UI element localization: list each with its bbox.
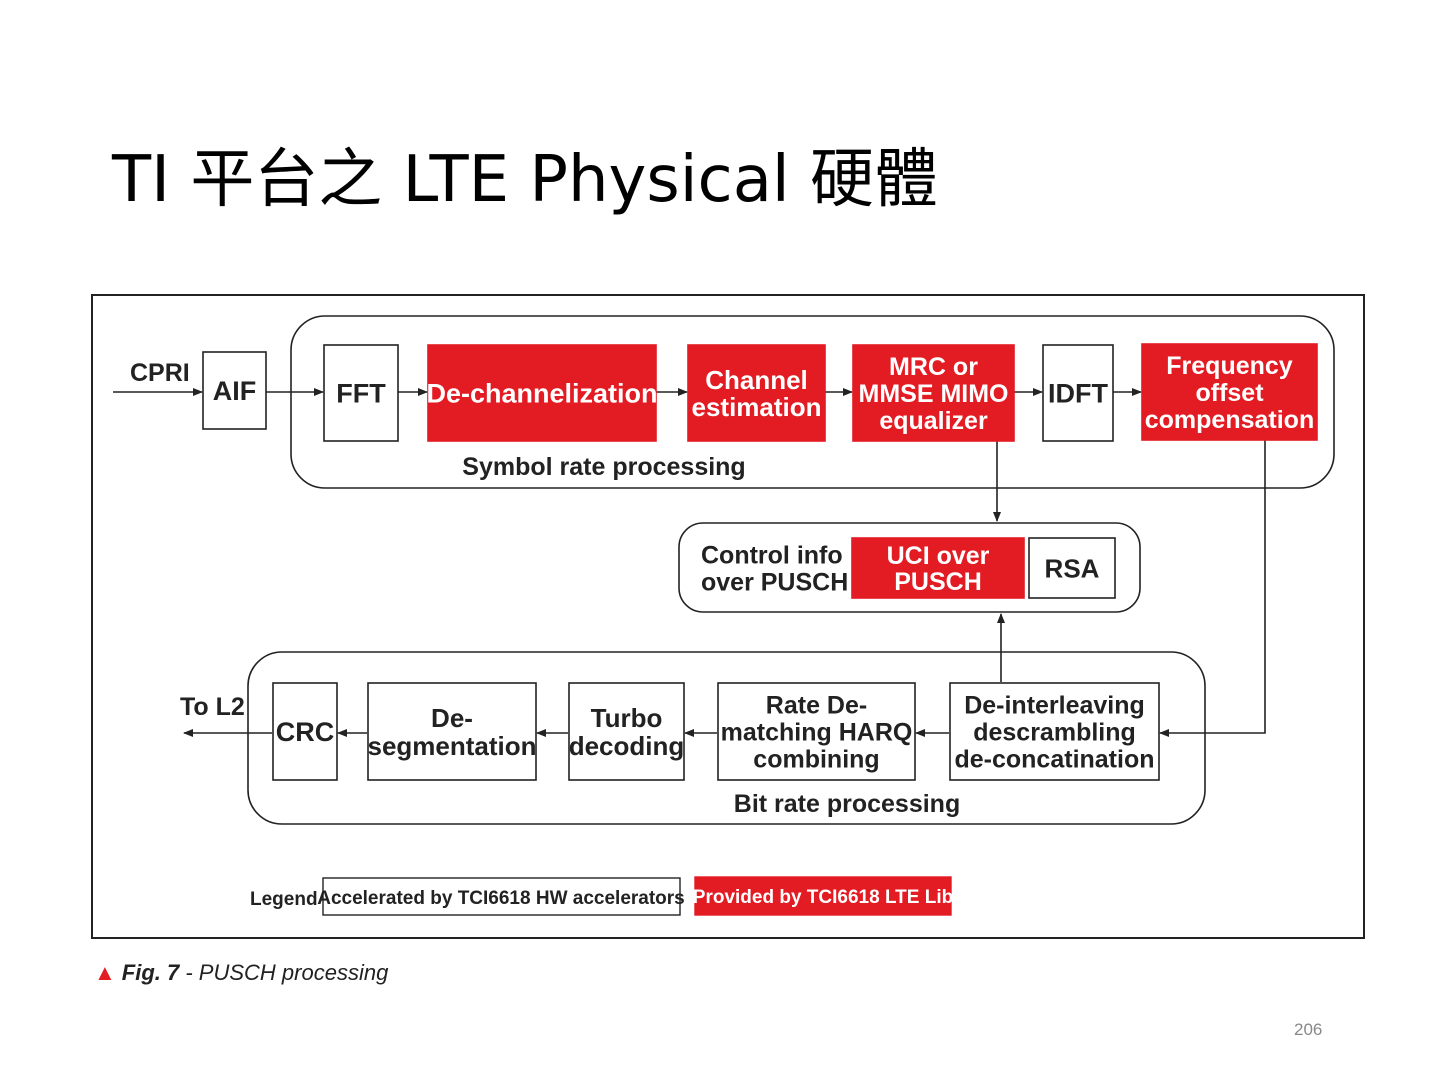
block-deseg-box bbox=[367, 682, 537, 781]
legend-lib-label: Provided by TCI6618 LTE Lib bbox=[693, 887, 953, 908]
block-idft: IDFT bbox=[1042, 344, 1114, 442]
block-deseg-label: De-segmentation bbox=[367, 703, 536, 761]
block-freq-box bbox=[1141, 343, 1318, 441]
legend-hw-swatch bbox=[322, 877, 681, 916]
block-crc-label: CRC bbox=[276, 717, 335, 747]
group-symbol-container bbox=[290, 315, 1335, 489]
figure-caption: ▲Fig. 7 - PUSCH processing bbox=[94, 960, 388, 986]
block-fft: FFT bbox=[323, 344, 399, 442]
caption-text: - PUSCH processing bbox=[179, 960, 389, 985]
block-rsa-box bbox=[1028, 537, 1116, 599]
page-number: 206 bbox=[1294, 1020, 1323, 1039]
caption-figure-label: Fig. 7 bbox=[121, 960, 180, 985]
block-dechan-box bbox=[427, 344, 657, 442]
block-aif-box bbox=[202, 351, 267, 430]
block-fft-label: FFT bbox=[336, 379, 386, 409]
slide-title: TI 平台之 LTE Physical 硬體 bbox=[112, 143, 939, 217]
block-idft-box bbox=[1042, 344, 1114, 442]
group-bit-container bbox=[247, 651, 1206, 825]
group-control-container bbox=[678, 522, 1141, 613]
block-deint-box bbox=[949, 682, 1160, 781]
edge-freq-to-deint bbox=[1159, 440, 1266, 737]
block-ratedm-box bbox=[717, 682, 916, 781]
block-crc: CRC bbox=[272, 682, 338, 781]
block-crc-box bbox=[272, 682, 338, 781]
block-dechan: De-channelization bbox=[426, 344, 658, 442]
block-mrc-box bbox=[852, 344, 1015, 442]
legend-hw-label: Accelerated by TCI6618 HW accelerators bbox=[317, 888, 685, 909]
block-chest-box bbox=[687, 344, 826, 442]
group-symbol-label: Symbol rate processing bbox=[462, 453, 745, 481]
legend-title: Legend bbox=[250, 889, 318, 910]
block-uci-box bbox=[851, 537, 1025, 599]
caption-marker-icon: ▲ bbox=[94, 960, 116, 985]
block-dechan-label: De-channelization bbox=[426, 379, 657, 409]
block-aif: AIF bbox=[202, 351, 267, 430]
block-rsa-label: RSA bbox=[1045, 553, 1100, 583]
block-fft-box bbox=[323, 344, 399, 442]
block-rsa: RSA bbox=[1028, 537, 1116, 599]
external-label-output: To L2 bbox=[180, 693, 245, 721]
block-turbo-box bbox=[568, 682, 685, 781]
block-deseg: De-segmentation bbox=[367, 682, 537, 781]
external-label-input: CPRI bbox=[130, 359, 190, 387]
group-bit-label: Bit rate processing bbox=[734, 790, 960, 818]
legend-lib-swatch bbox=[694, 876, 952, 916]
block-idft-label: IDFT bbox=[1048, 379, 1108, 409]
block-aif-label: AIF bbox=[213, 376, 257, 406]
